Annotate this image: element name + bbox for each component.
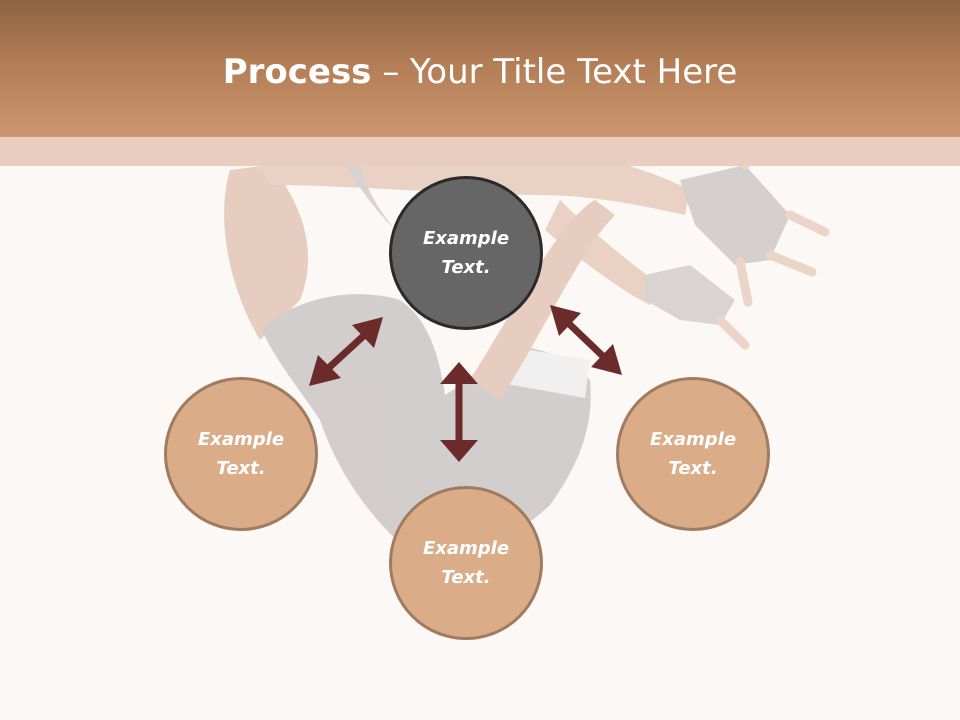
node-bottom-line1: Example (422, 538, 510, 559)
title-bar (0, 0, 960, 137)
node-left-line2: Text. (216, 458, 266, 479)
node-right-line2: Text. (668, 458, 718, 479)
accent-band (0, 137, 960, 166)
double-headed-arrow-icon-right (550, 305, 622, 375)
slide-title: Process – Your Title Text Here (0, 52, 960, 92)
node-left-line1: Example (197, 429, 285, 450)
node-bottom-line2: Text. (441, 567, 491, 588)
title-bold: Process (222, 52, 372, 92)
title-rest: – Your Title Text Here (371, 52, 738, 92)
node-top-line1: Example (422, 228, 510, 249)
node-top-line2: Text. (441, 257, 491, 278)
double-headed-arrow-icon-center (440, 362, 478, 462)
double-headed-arrow-icon-left (309, 317, 383, 386)
node-right-line1: Example (649, 429, 737, 450)
